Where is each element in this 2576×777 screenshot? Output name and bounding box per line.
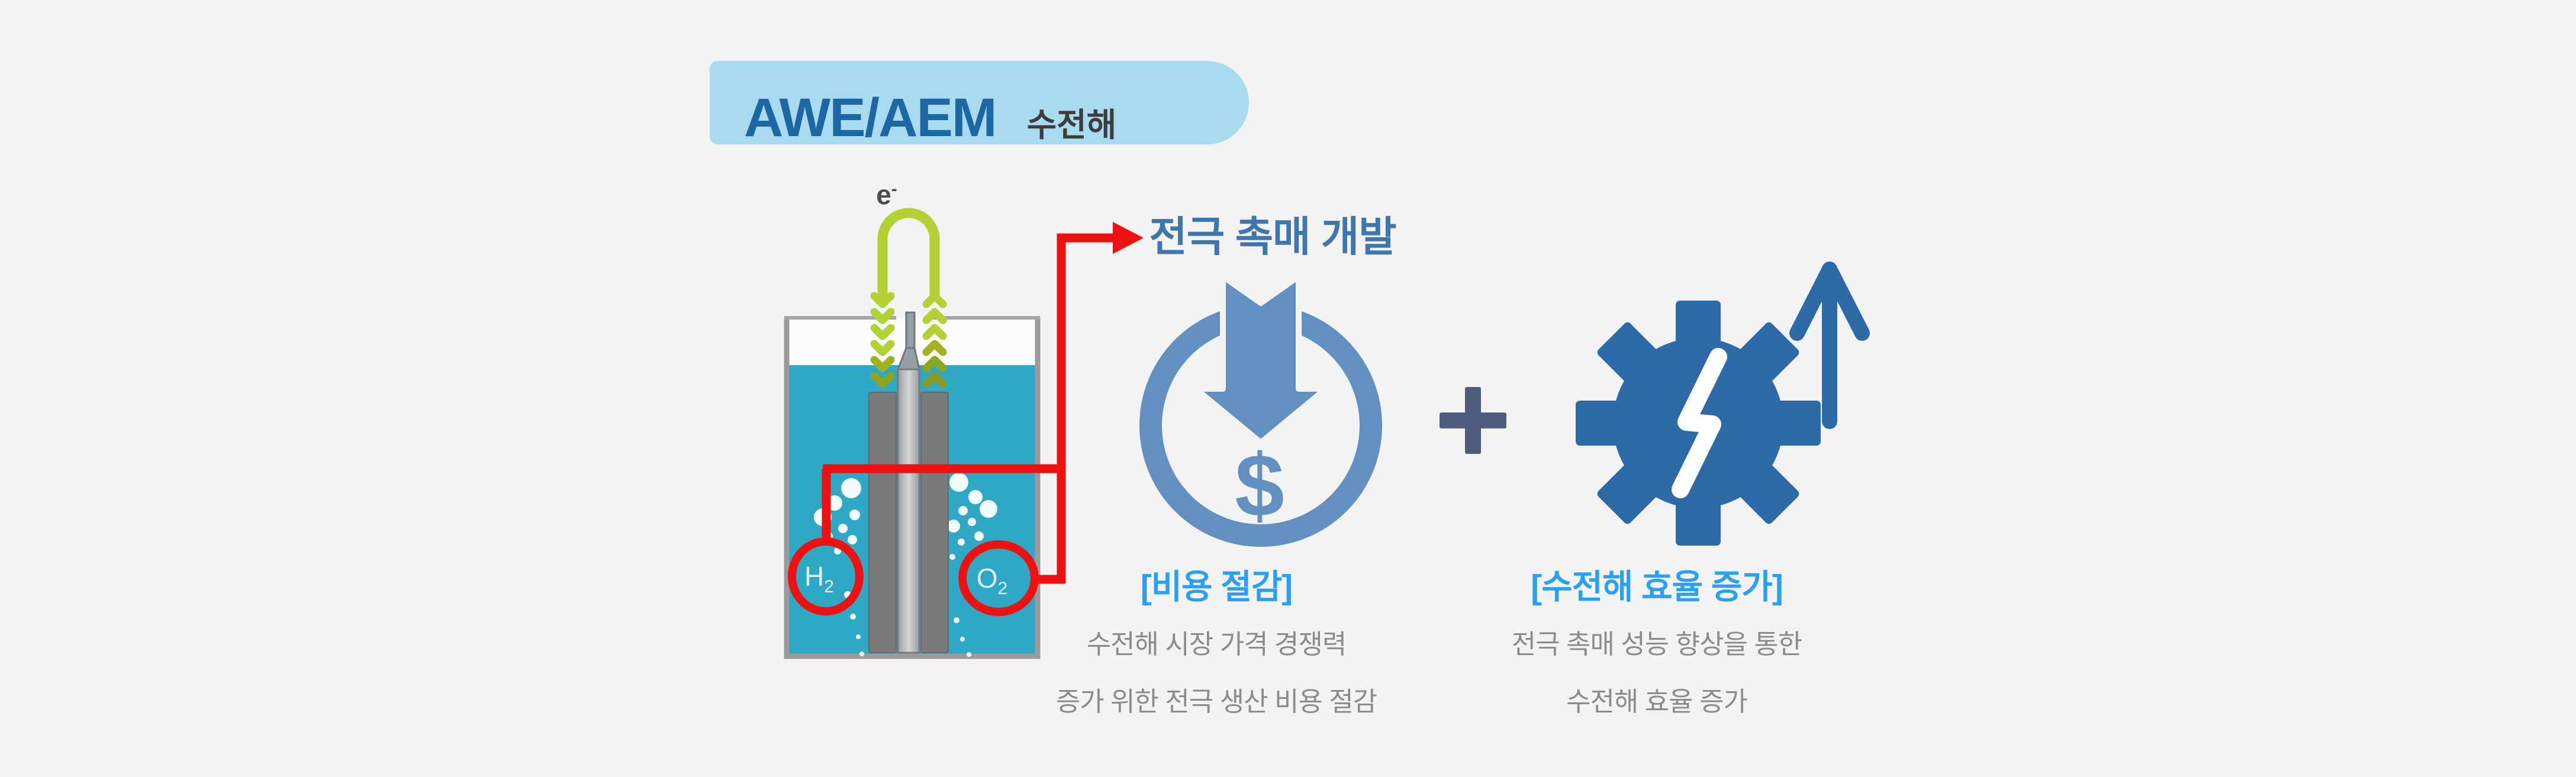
hydrogen-label: H2 xyxy=(804,561,834,597)
membrane-shaft xyxy=(897,368,920,654)
red-connector xyxy=(788,233,1116,616)
membrane-stem xyxy=(905,311,916,350)
plus-icon xyxy=(1440,387,1506,454)
dollar-sign: $ xyxy=(1235,436,1284,535)
electron-label: e- xyxy=(876,179,897,210)
electrode-right xyxy=(920,392,949,653)
red-connector-main xyxy=(1057,233,1116,583)
outcome-desc-cost-reduction: 수전해 시장 가격 경쟁력 증가 위한 전극 생산 비용 절감 xyxy=(1009,615,1424,730)
outcome-label-cost-reduction: [비용 절감] xyxy=(1140,568,1293,606)
outcome-desc-line: 증가 위한 전극 생산 비용 절감 xyxy=(1055,686,1377,717)
beaker-walls xyxy=(784,318,1041,659)
outcome-desc-efficiency-increase: 전극 촉매 성능 향상을 통한 수전해 효율 증가 xyxy=(1450,615,1864,730)
gear-lightning-up-arrow-icon xyxy=(1576,262,1870,546)
outcome-desc-line: 전극 촉매 성능 향상을 통한 xyxy=(1511,629,1802,659)
header-badge: AWE/AEM 수전해 xyxy=(710,61,1249,145)
red-arrowhead-icon xyxy=(1113,222,1144,254)
down-arrow-icon xyxy=(1193,273,1329,446)
h2-highlight-circle xyxy=(788,537,864,615)
circuit-wire: e- xyxy=(870,179,947,388)
electrode-left xyxy=(868,392,897,653)
outcome-desc-line: 수전해 시장 가격 경쟁력 xyxy=(1086,629,1347,659)
outcome-label-efficiency-increase: [수전해 효율 증가] xyxy=(1531,568,1783,606)
up-arrow-icon xyxy=(1789,262,1870,429)
wire-current-down-chevrons xyxy=(870,292,895,388)
electrodes xyxy=(868,311,949,654)
oxygen-label: O2 xyxy=(977,563,1007,598)
outcome-desc-line: 수전해 효율 증가 xyxy=(1566,686,1748,717)
flow-title: 전극 촉매 개발 xyxy=(1149,214,1396,260)
cost-reduction-arrow-dollar-icon: $ xyxy=(1139,273,1382,547)
wire-current-up-chevrons xyxy=(922,292,947,388)
o2-highlight-circle xyxy=(958,540,1039,616)
wire-u-loop xyxy=(877,208,940,301)
lightning-bolt-icon xyxy=(1672,348,1727,498)
